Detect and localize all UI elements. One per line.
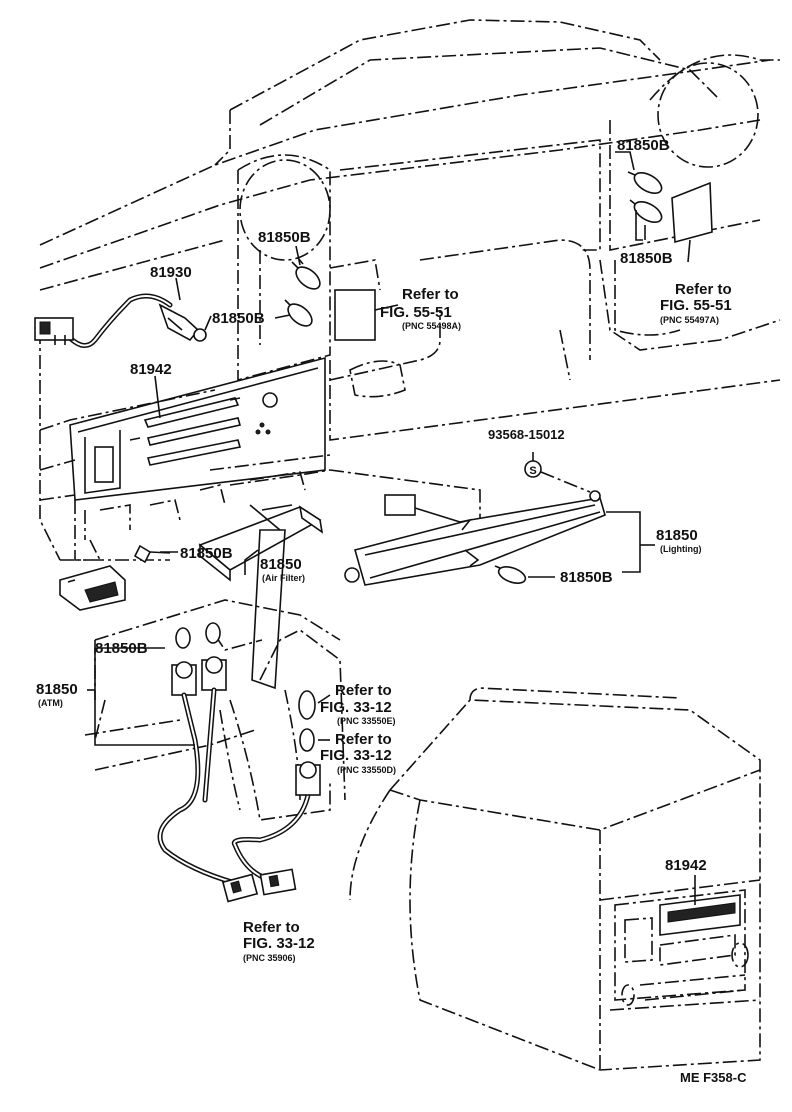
label-93568: 93568-15012 — [488, 427, 565, 442]
label-fig-atm-1: FIG. 33-12 — [320, 699, 392, 716]
label-pnc-bottom: (PNC 35906) — [243, 953, 296, 963]
label-81942-console: 81942 — [665, 857, 707, 874]
label-81850-air: 81850 — [260, 556, 302, 573]
center-console-shifter — [84, 504, 346, 821]
label-81942-upper: 81942 — [130, 361, 172, 378]
label-81850-lighting: 81850 — [656, 527, 698, 544]
bulb-81850b-upper-right — [627, 171, 713, 244]
dashboard-outline — [39, 19, 781, 561]
label-refer-mid: Refer to — [402, 286, 459, 303]
switch-81930 — [34, 293, 207, 348]
bulb-81850b-mid-2 — [284, 299, 313, 327]
label-fig-atm-2: FIG. 33-12 — [320, 747, 392, 764]
label-81850b-air: 81850B — [180, 545, 233, 562]
mirror-switch — [59, 565, 126, 611]
atm-bulbs — [157, 622, 321, 903]
label-lighting-sub: (Lighting) — [660, 544, 701, 554]
label-fig-upper-right: FIG. 55-51 — [660, 297, 732, 314]
label-fig-bottom: FIG. 33-12 — [243, 935, 315, 952]
part-labels: 81850B 81850B Refer to FIG. 55-51 (PNC 5… — [36, 137, 747, 1085]
label-refer-atm-2: Refer to — [335, 731, 392, 748]
label-81850-atm: 81850 — [36, 681, 78, 698]
leader-lines — [87, 151, 696, 905]
heater-control-panel — [69, 356, 326, 501]
label-pnc-atm-2: (PNC 33550D) — [337, 765, 396, 775]
label-81850b-upper-right-2: 81850B — [620, 250, 673, 267]
label-81850b-atm: 81850B — [95, 640, 148, 657]
label-atm-sub: (ATM) — [38, 698, 63, 708]
bulb-81850b-mid-1 — [291, 257, 321, 290]
label-pnc-mid: (PNC 55498A) — [402, 321, 461, 331]
label-air-sub: (Air Filter) — [262, 573, 305, 583]
label-81850b-mid-1: 81850B — [258, 229, 311, 246]
footer-code: ME F358-C — [680, 1070, 747, 1085]
lighting-assembly — [344, 490, 606, 586]
bulb-socket-mid — [329, 259, 381, 341]
rear-console-box — [349, 687, 761, 1071]
label-refer-bottom: Refer to — [243, 919, 300, 936]
label-81850b-upper-right-1: 81850B — [617, 137, 670, 154]
label-81850b-mid-2: 81850B — [212, 310, 265, 327]
screw-93568: S — [524, 452, 591, 493]
label-pnc-upper-right: (PNC 55497A) — [660, 315, 719, 325]
screw-symbol: S — [529, 465, 536, 477]
label-pnc-atm-1: (PNC 33550E) — [337, 716, 396, 726]
label-fig-mid: FIG. 55-51 — [380, 304, 452, 321]
label-81850b-lighting: 81850B — [560, 569, 613, 586]
label-81930: 81930 — [150, 264, 192, 281]
label-refer-upper-right: Refer to — [675, 281, 732, 298]
label-refer-atm-1: Refer to — [335, 682, 392, 699]
